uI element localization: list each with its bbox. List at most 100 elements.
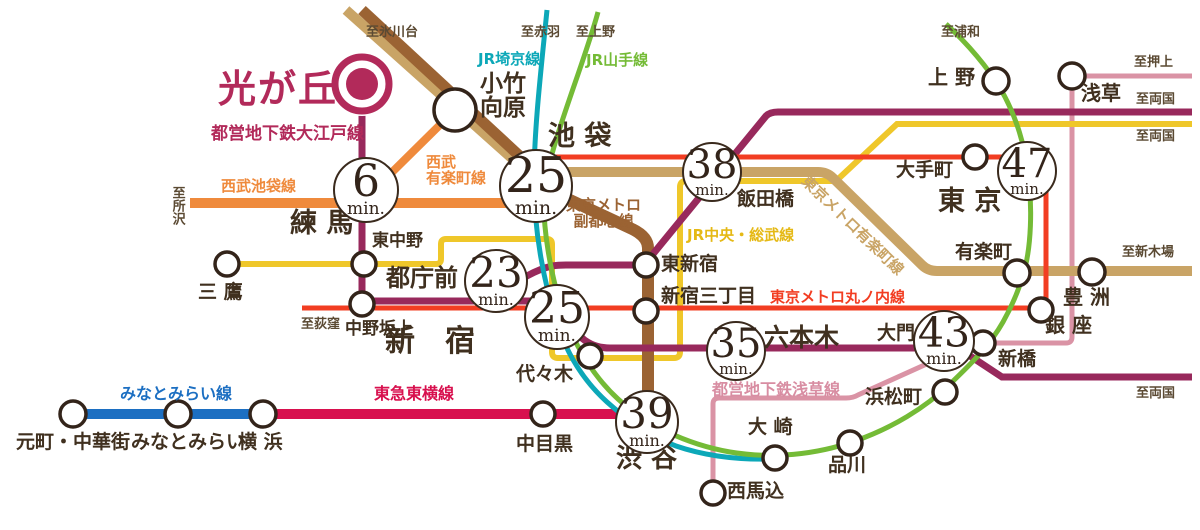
mitaka: 三 鷹 [198, 281, 243, 303]
to-ryogoku-2: 至両国 [1136, 129, 1176, 144]
fukutoshin-label: 東京メトロ 副都心線 [566, 196, 642, 230]
higashi-shinjuku-dot [632, 251, 660, 279]
yurakucho-dot [1002, 258, 1032, 288]
to-hikawadai: 至氷川台 [366, 25, 419, 40]
nakano-sakaue: 中野坂上 [345, 319, 413, 339]
chuo-sobu-label: JR中央・総武線 [687, 226, 795, 244]
asakusa-dot [1057, 61, 1087, 91]
shinjuku: 新 宿 [385, 324, 475, 359]
badge-ikebukuro-unit: min. [514, 196, 558, 219]
marunouchi-label: 東京メトロ丸ノ内線 [770, 288, 906, 306]
asakusa-sta: 浅草 [1081, 81, 1121, 105]
minatomirai-label: みなとみらい線 [120, 384, 233, 403]
nakano-sakaue-dot [348, 290, 376, 318]
to-akabane: 至赤羽 [521, 25, 561, 40]
ginza-dot [1027, 296, 1055, 324]
toyoko-label: 東急東横線 [374, 384, 455, 403]
kotake-mukaihara: 小竹 向原 [480, 70, 526, 122]
toyosu: 豊 洲 [1063, 285, 1110, 309]
shinjuku-sanchome: 新宿三丁目 [661, 285, 757, 307]
badge-shinjuku-minutes: 25 [529, 282, 585, 334]
badge-tokyo-minutes: 47 [1001, 140, 1053, 187]
hikarigaoka-marker [330, 52, 394, 116]
jr-saikyo-label: JR埼京線 [478, 50, 541, 68]
fukutoshin-line-path [537, 180, 654, 408]
shinjuku-sanchome-dot [632, 297, 660, 325]
shinagawa-dot [836, 429, 864, 457]
iidabashi: 飯田橋 [737, 188, 795, 210]
minatomirai-dot [163, 399, 193, 429]
tokyo: 東 京 [938, 186, 1002, 217]
nishi-magome: 西馬込 [727, 480, 785, 502]
oedo-line-loop-path [499, 108, 1192, 296]
ikebukuro: 池 袋 [548, 121, 612, 152]
nishi-magome-dot [699, 479, 727, 507]
yoyogi-dot [576, 342, 604, 370]
badge-tochomae-minutes: 23 [469, 248, 523, 298]
to-ryogoku-1: 至両国 [1136, 92, 1176, 107]
oedo-label: 都営地下鉄大江戸線 [211, 124, 364, 144]
motomachi: 元町・中華街 [16, 431, 131, 453]
to-shinkiba: 至新木場 [1122, 245, 1175, 260]
mitaka-dot [213, 250, 241, 278]
jr-chuo-sobu-line-path [228, 121, 1192, 361]
ueno-dot [981, 66, 1011, 96]
roppongi: 六本木 [764, 323, 840, 352]
higashi-nakano: 東中野 [372, 231, 423, 251]
daimon: 大門 [877, 322, 916, 344]
motomachi-dot [58, 399, 88, 429]
hamamatsucho-dot [931, 378, 959, 406]
shimbashi: 新橋 [998, 348, 1037, 370]
higashi-nakano-dot [350, 250, 378, 278]
naka-meguro-dot [529, 400, 557, 428]
badge-tochomae-unit: min. [478, 289, 514, 309]
badge-tokyo-unit: min. [1010, 179, 1044, 198]
badge-nerima-minutes: 6 [352, 155, 380, 207]
shinagawa: 品川 [828, 454, 867, 476]
badge-roppongi-unit: min. [719, 359, 753, 378]
asakusa-label: 都営地下鉄浅草線 [712, 380, 841, 399]
badge-ikebukuro-minutes: 25 [504, 147, 568, 205]
minatomirai-sta: みなとみらい [131, 431, 246, 453]
otemachi-dot [961, 143, 989, 171]
tochomae: 都庁前 [386, 263, 458, 292]
jr-yamanote-label: JR山手線 [586, 51, 649, 69]
badge-shinjuku-unit: min. [538, 326, 576, 347]
yokohama: 横 浜 [238, 431, 283, 453]
ginza: 銀 座 [1045, 313, 1092, 337]
yurakucho: 有楽町 [955, 241, 1013, 263]
badge-daimon-minutes: 43 [917, 308, 971, 357]
seibu-ikebukuro-label: 西武池袋線 [221, 177, 297, 195]
badge-nerima-unit: min. [347, 199, 385, 220]
hamamatsucho: 浜松町 [865, 386, 923, 408]
to-ueno: 至上野 [576, 25, 616, 40]
ueno: 上 野 [928, 65, 975, 89]
station-dots-layer [58, 61, 1107, 507]
to-ryogoku-3: 至両国 [1136, 386, 1176, 401]
to-urawa: 至浦和 [941, 25, 981, 40]
badge-roppongi-minutes: 35 [710, 320, 762, 367]
osaki-dot [761, 444, 789, 472]
to-oshiage: 至押上 [1134, 55, 1174, 70]
badge-shibuya-minutes: 39 [620, 389, 674, 439]
to-tokorozawa: 至所沢 [169, 186, 185, 225]
badge-iidabashi-minutes: 38 [686, 141, 738, 188]
badge-iidabashi-unit: min. [695, 180, 729, 199]
origin-station-title: 光が丘 [218, 66, 339, 111]
seibu-yurakucho-label: 西武 有楽町線 [426, 153, 487, 187]
badge-daimon-unit: min. [926, 349, 962, 369]
yokohama-dot [248, 399, 278, 429]
higashi-shinjuku: 東新宿 [661, 253, 719, 275]
badge-shibuya-unit: min. [629, 430, 665, 450]
metro-yurakucho-line-path [520, 167, 1192, 276]
